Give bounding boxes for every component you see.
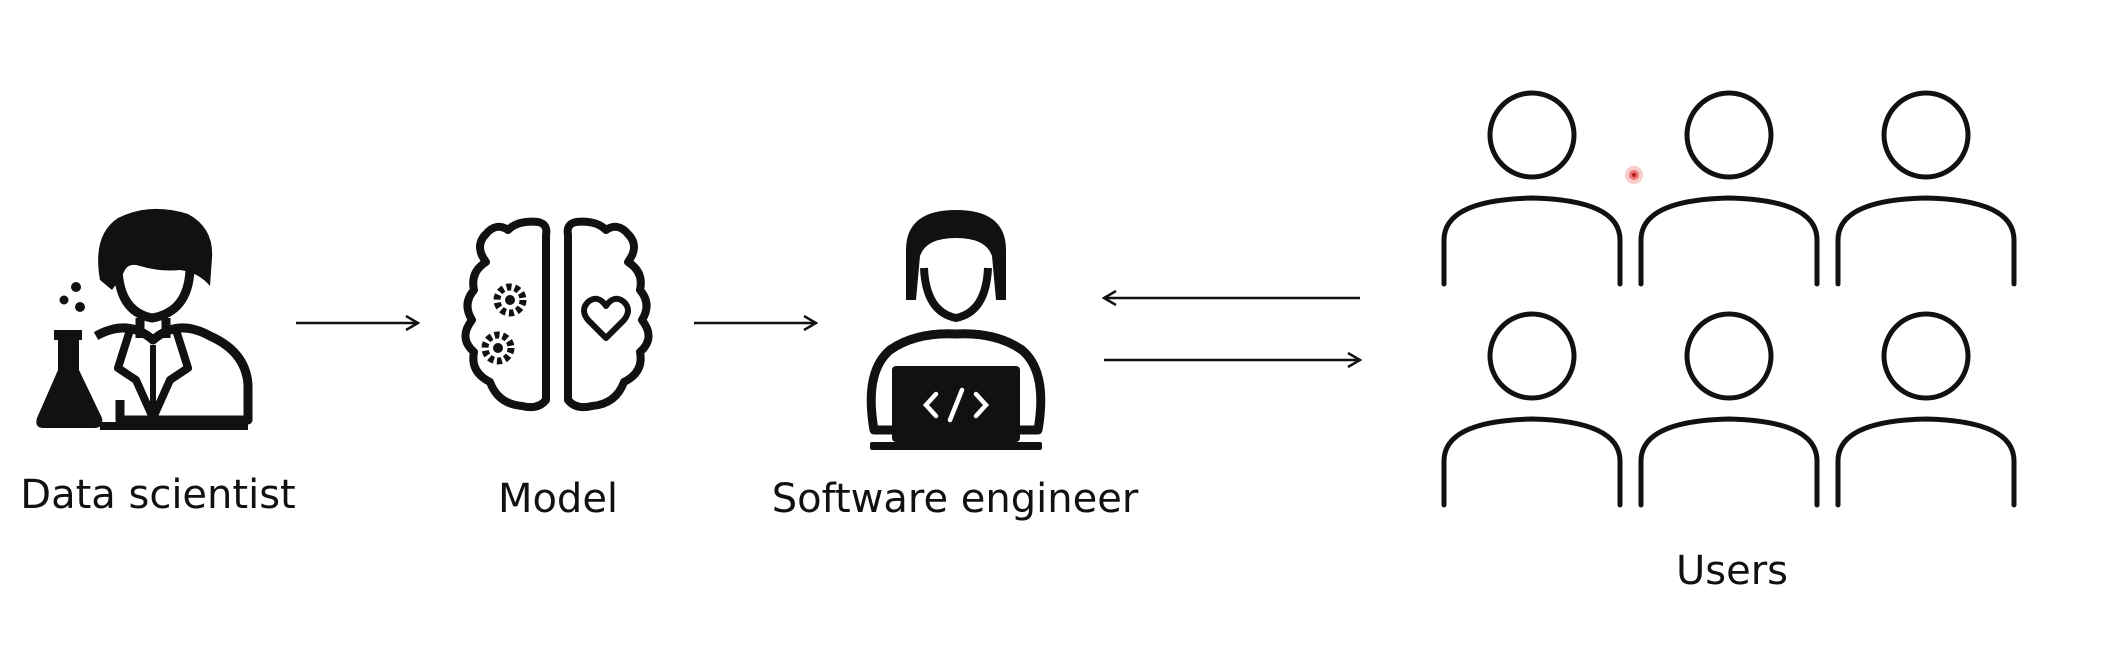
- user-outline-icon: [1638, 90, 1820, 287]
- user-outline-icon: [1638, 311, 1820, 508]
- scientist-with-flask-icon: [36, 208, 253, 430]
- gear-icon: [481, 283, 527, 365]
- user-outline-icon: [1441, 90, 1623, 287]
- developer-laptop-code-icon: [866, 210, 1046, 450]
- users-group: [1441, 90, 2017, 508]
- pointer-dot: [1625, 166, 1643, 184]
- user-outline-icon: [1441, 311, 1623, 508]
- node-label-model: Model: [498, 476, 618, 522]
- user-outline-icon: [1835, 311, 2017, 508]
- node-label-software-engineer: Software engineer: [772, 476, 1139, 522]
- brain-gears-heart-icon: [461, 217, 653, 412]
- node-label-data-scientist: Data scientist: [20, 472, 295, 518]
- user-outline-icon: [1835, 90, 2017, 287]
- node-label-users: Users: [1676, 548, 1788, 594]
